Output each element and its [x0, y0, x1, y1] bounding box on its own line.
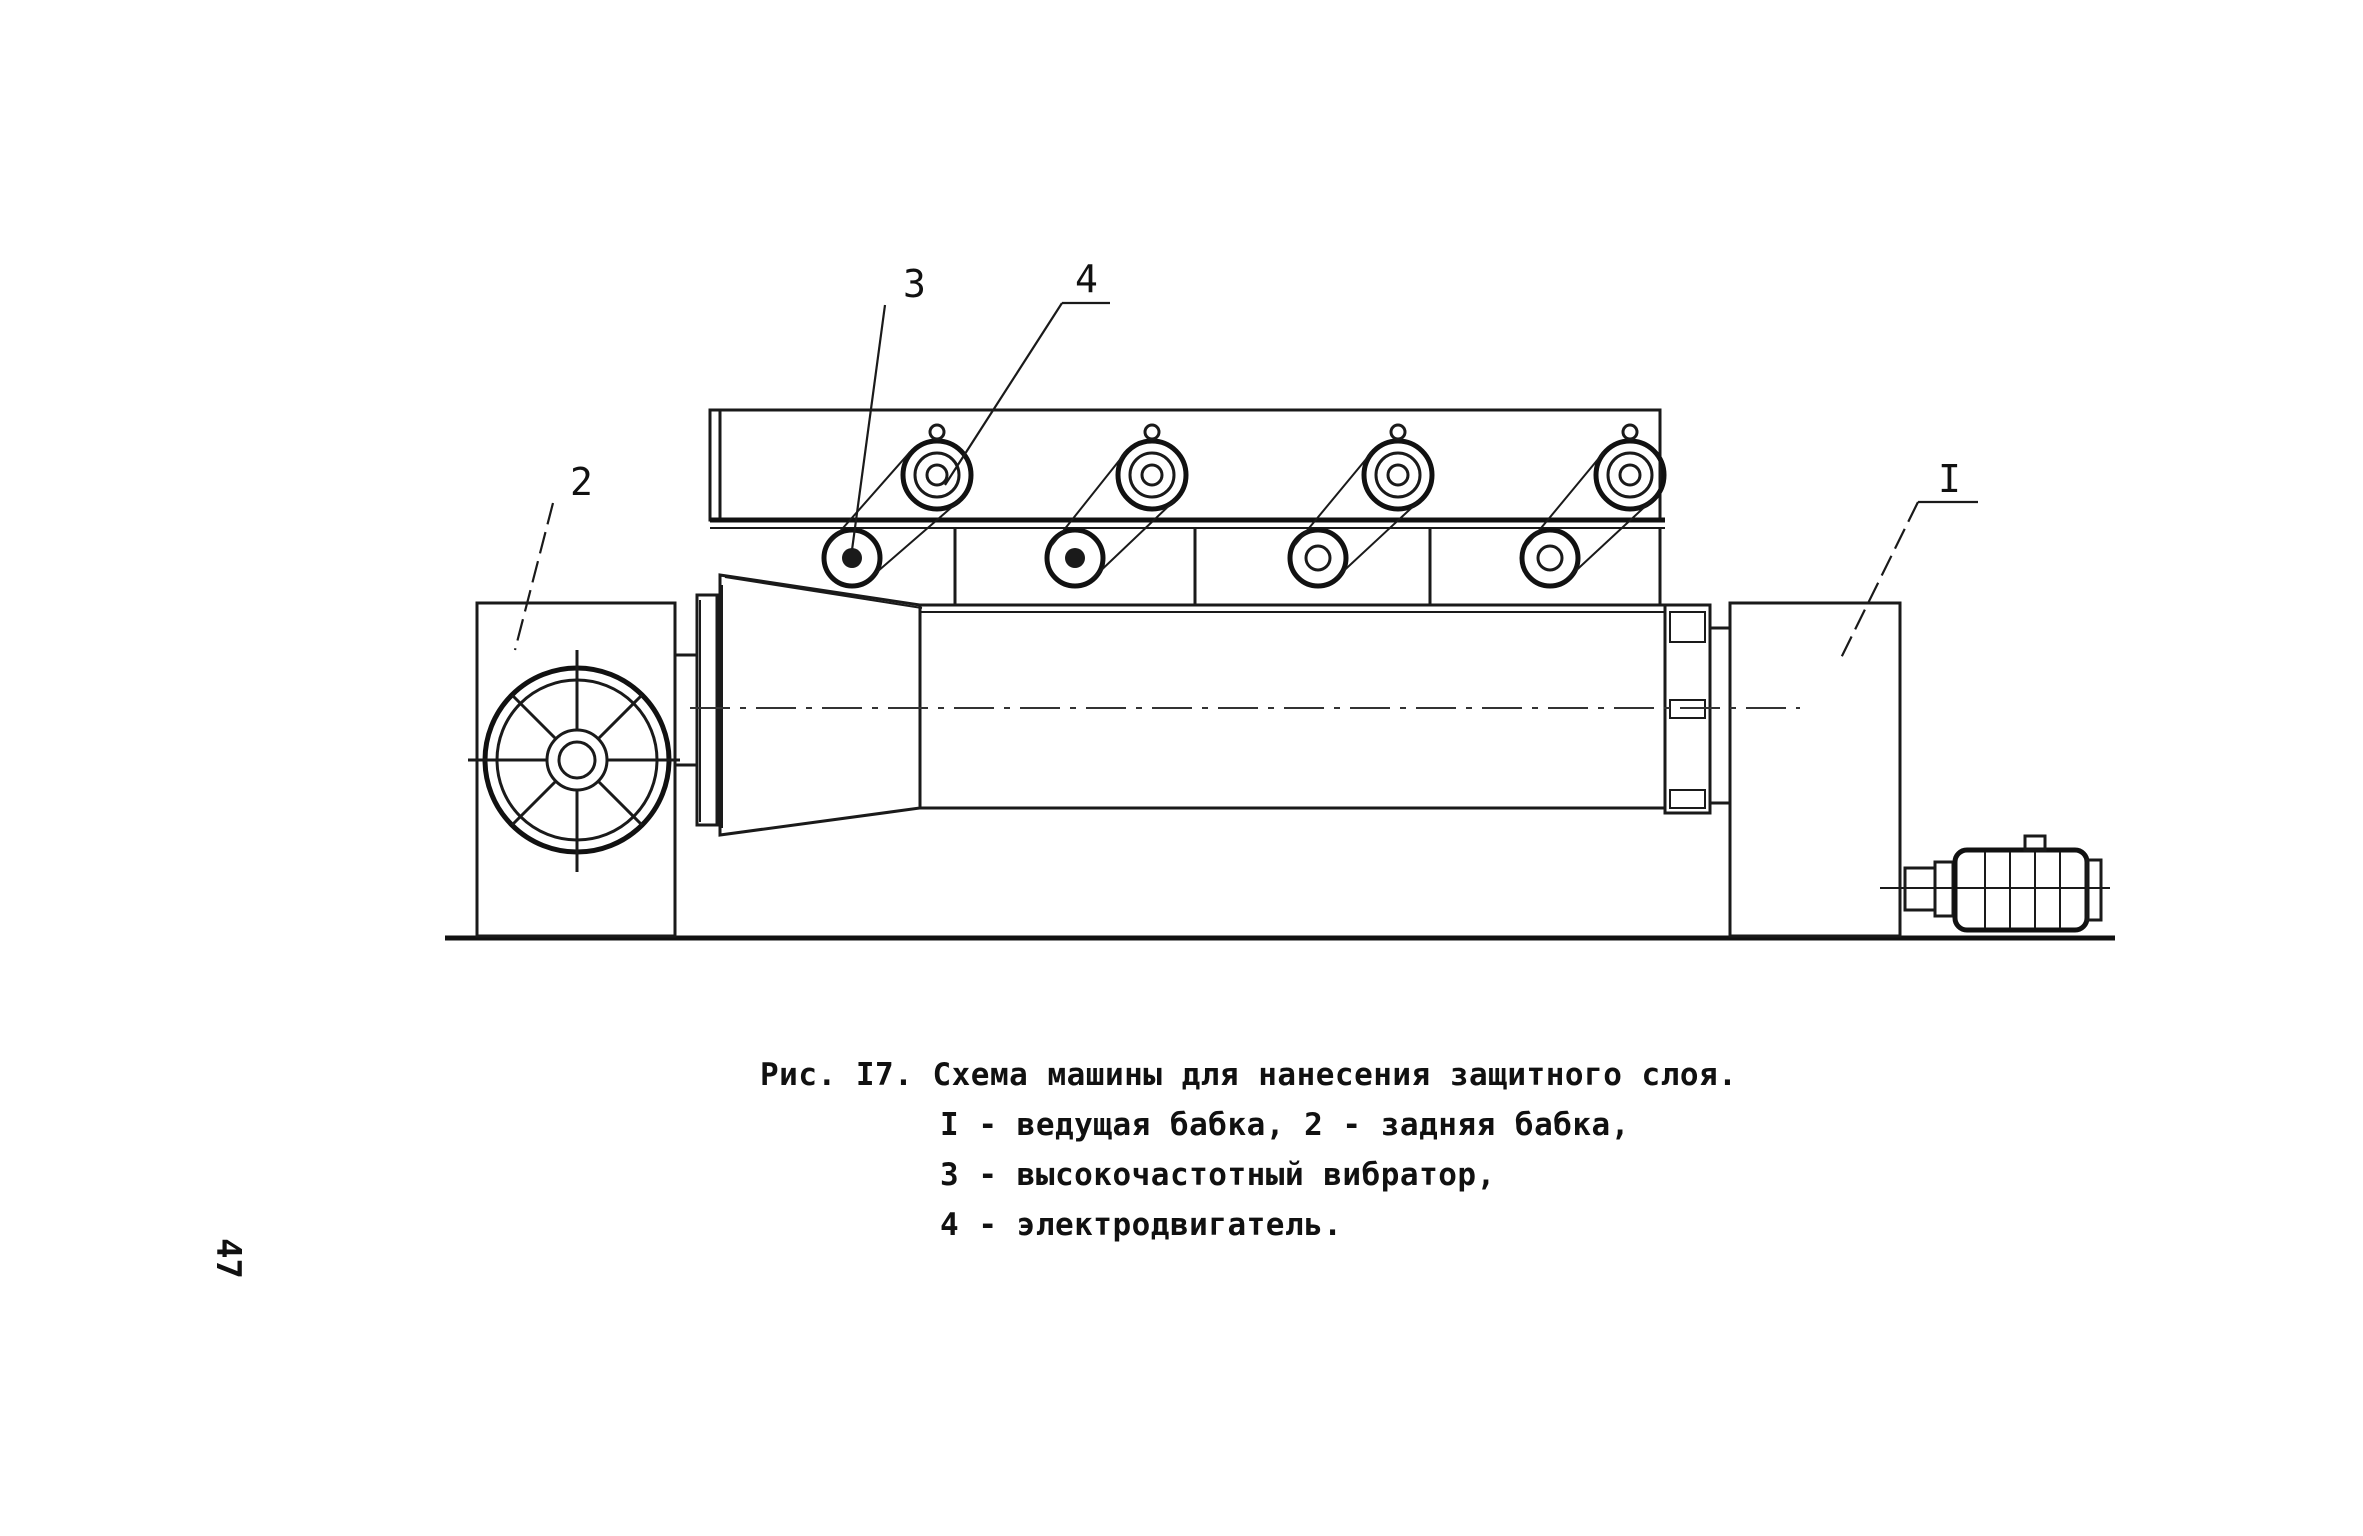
drive-motor: [1880, 834, 2110, 933]
vibrator-1: [821, 527, 883, 589]
caption-item-1: I - ведущая бабка, 2 - задняя бабка,: [940, 1107, 1630, 1143]
handwheel: [468, 650, 680, 872]
vibrator-motor-3: [1361, 423, 1435, 512]
caption-item-3: 4 - электродвигатель.: [940, 1207, 1343, 1243]
caption-title: Рис. I7. Схема машины для нанесения защи…: [760, 1057, 1738, 1093]
leader-3: [850, 304, 887, 551]
tailstock-quill: [673, 653, 699, 767]
vibrator-2: [1044, 527, 1106, 589]
caption-item-2: 3 - высокочастотный вибратор,: [940, 1157, 1496, 1193]
tailstock-flange: [695, 593, 719, 827]
page-number: 47: [208, 1238, 248, 1279]
drive-belts: [827, 451, 1653, 579]
vibrator-motor-1: [900, 423, 974, 512]
figure-caption: Рис. I7. Схема машины для нанесения защи…: [760, 1050, 1910, 1250]
headstock-housing: [1728, 601, 1902, 938]
leader-1: [1839, 501, 1919, 661]
callout-3: 3: [903, 262, 926, 306]
vibrator-motor-2: [1115, 423, 1189, 512]
leader-2: [513, 502, 555, 651]
callout-4: 4: [1075, 257, 1098, 301]
headstock-collar: [1708, 626, 1732, 805]
vibrator-3: [1287, 527, 1349, 589]
vibrator-4: [1519, 527, 1581, 589]
callout-1: I: [1938, 457, 1961, 501]
form-cylinder: [918, 603, 1667, 810]
leader-4: [944, 302, 1063, 486]
callout-2: 2: [570, 460, 593, 504]
vibrator-motor-4: [1593, 423, 1667, 512]
form-cone: [718, 573, 922, 837]
tailstock-housing: [475, 601, 677, 938]
